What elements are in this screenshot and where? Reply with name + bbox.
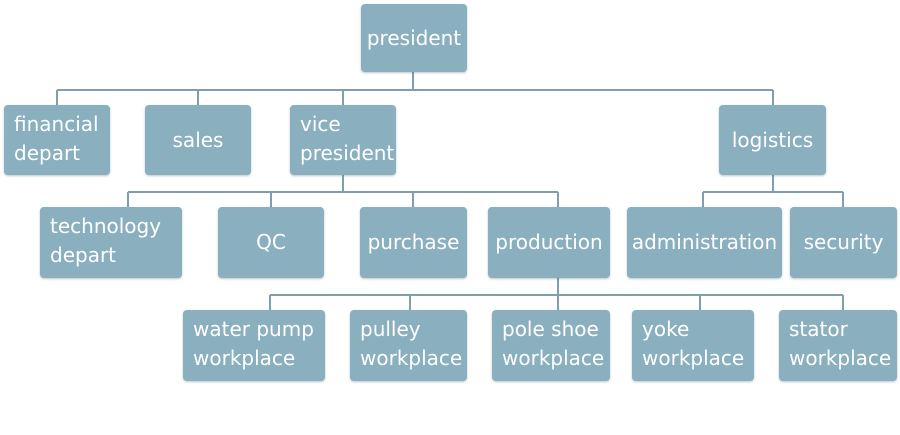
node-technology-depart-label: technology depart xyxy=(50,214,162,267)
node-president: president xyxy=(361,4,467,72)
node-stator-workplace: stator workplace xyxy=(779,310,897,381)
node-pole-shoe-workplace-label: pole shoe workplace xyxy=(502,317,605,370)
node-pulley-workplace-label: pulley workplace xyxy=(360,317,463,370)
node-production: production xyxy=(488,207,610,278)
node-technology-depart: technology depart xyxy=(40,207,182,278)
node-administration-label: administration xyxy=(631,230,778,254)
node-security: security xyxy=(790,207,897,278)
node-president-label: president xyxy=(366,25,462,50)
node-vice-president-label: vice president xyxy=(300,112,395,165)
node-logistics: logistics xyxy=(719,105,826,175)
node-purchase: purchase xyxy=(360,207,467,278)
node-logistics-label: logistics xyxy=(731,127,814,152)
node-qc: QC xyxy=(218,207,324,278)
node-water-pump-workplace-label: water pump workplace xyxy=(193,317,314,370)
node-security-label: security xyxy=(803,230,884,254)
node-stator-workplace-label: stator workplace xyxy=(789,317,892,370)
node-purchase-label: purchase xyxy=(367,230,460,254)
node-vice-president: vice president xyxy=(290,105,396,175)
node-sales-label: sales xyxy=(172,127,224,152)
node-production-label: production xyxy=(495,230,603,254)
node-pole-shoe-workplace: pole shoe workplace xyxy=(492,310,610,381)
node-administration: administration xyxy=(627,207,782,278)
node-pulley-workplace: pulley workplace xyxy=(350,310,467,381)
node-qc-label: QC xyxy=(256,230,286,254)
node-financial-depart: financial depart xyxy=(4,105,110,175)
node-yoke-workplace-label: yoke workplace xyxy=(642,317,745,370)
node-sales: sales xyxy=(145,105,251,175)
node-water-pump-workplace: water pump workplace xyxy=(183,310,325,381)
node-financial-depart-label: financial depart xyxy=(14,112,99,165)
node-yoke-workplace: yoke workplace xyxy=(632,310,754,381)
